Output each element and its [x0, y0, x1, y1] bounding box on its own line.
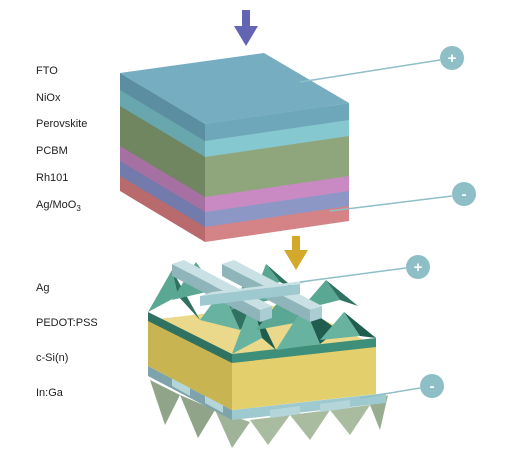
bottom-negative-terminal: -	[420, 374, 444, 398]
top-positive-terminal: +	[440, 46, 464, 70]
top-negative-terminal: -	[452, 182, 476, 206]
label-rh101: Rh101	[36, 172, 69, 184]
top-negative-lead	[329, 195, 453, 212]
bottom-stack	[148, 260, 388, 448]
bottom-negative-lead	[359, 387, 421, 399]
layer-in-ga	[148, 366, 386, 420]
top-negative-sign: -	[462, 186, 467, 203]
label-ag-moo3: Ag/MoO3	[36, 199, 81, 213]
label-in-ga: In:Ga	[36, 387, 63, 399]
top-stack	[120, 53, 349, 242]
label-ag-moo3-subscript: 3	[76, 204, 81, 213]
layer-ag-grid	[172, 260, 322, 322]
layer-fto	[120, 53, 349, 141]
bottom-negative-sign: -	[430, 378, 435, 395]
bottom-positive-sign: +	[414, 259, 423, 276]
label-ag-moo3-main: Ag/MoO	[36, 199, 77, 211]
label-niox: NiOx	[36, 92, 61, 104]
label-pedot-pss: PEDOT:PSS	[36, 317, 98, 329]
bottom-positive-terminal: +	[406, 255, 430, 279]
rear-texture	[150, 380, 388, 448]
bottom-positive-lead	[299, 267, 407, 283]
label-fto: FTO	[36, 65, 58, 77]
label-c-si-n: c-Si(n)	[36, 352, 69, 364]
label-ag: Ag	[36, 282, 50, 294]
incident-light-arrow	[234, 10, 258, 46]
top-positive-lead	[299, 59, 441, 83]
transmitted-light-arrow	[284, 236, 308, 270]
top-positive-sign: +	[448, 50, 457, 67]
label-pcbm: PCBM	[36, 145, 68, 157]
label-perovskite: Perovskite	[36, 118, 88, 130]
layer-pedot-pss	[148, 312, 376, 363]
